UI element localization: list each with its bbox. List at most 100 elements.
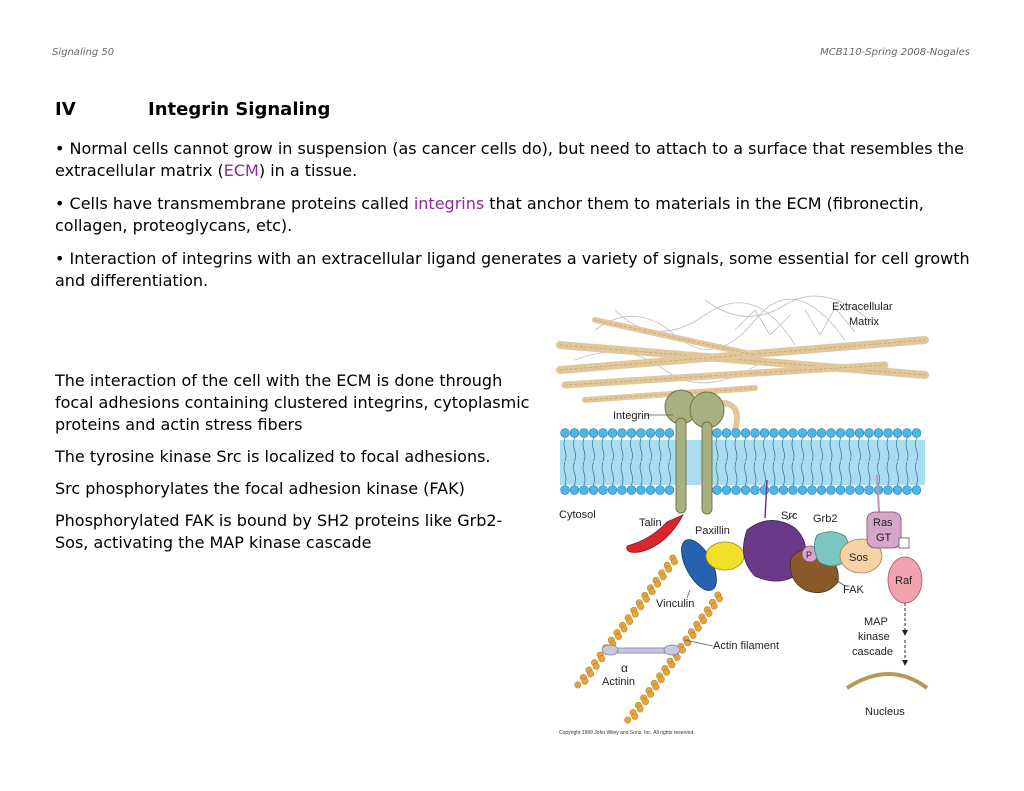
lipid-tail: [649, 437, 652, 462]
lipid-tail: [772, 461, 776, 486]
lipid-tail: [668, 461, 671, 486]
lipid-tail: [611, 437, 614, 462]
actin-bead: [620, 625, 628, 633]
actin-filaments: [574, 554, 724, 724]
description-paragraph: Src phosphorylates the focal adhesion ki…: [55, 479, 465, 498]
actin-bead: [631, 712, 639, 720]
lipid-head: [873, 428, 884, 438]
lipid-tail: [649, 461, 652, 486]
lipid-tail: [563, 437, 567, 462]
ras-protein: [866, 511, 902, 549]
section-number: IV: [55, 99, 76, 120]
lipid-head: [750, 428, 760, 438]
actinin-label: Actinin: [602, 676, 635, 688]
actin-bead: [689, 631, 697, 639]
lipid-tail: [782, 461, 785, 486]
lipid-tail: [725, 461, 728, 486]
lipid-tail: [782, 437, 785, 462]
raf-label: Raf: [895, 575, 913, 587]
lipid-tail: [753, 461, 757, 486]
lipid-head: [560, 485, 570, 495]
lipid-head: [607, 485, 618, 495]
lipid-head: [759, 485, 770, 495]
lipid-head: [617, 428, 627, 438]
actin-bead: [665, 565, 673, 573]
lipid-head: [835, 428, 846, 438]
description-paragraph: The interaction of the cell with the ECM…: [55, 371, 530, 434]
lipid-tail: [829, 437, 833, 462]
lipid-head: [740, 428, 751, 438]
lipid-head: [769, 485, 779, 495]
lipid-head: [826, 485, 836, 495]
lipid-tail: [725, 437, 728, 462]
lipid-head: [902, 428, 912, 438]
lipid-head: [626, 485, 637, 495]
actin-bead: [668, 661, 676, 669]
ras-label: Ras: [873, 517, 893, 529]
lipid-tail: [668, 437, 671, 462]
actin-bead: [648, 588, 656, 596]
lipid-tail: [573, 437, 576, 462]
lipid-head: [588, 428, 599, 438]
lipid-head: [883, 485, 893, 495]
lipid-tail: [630, 461, 633, 486]
fak-label: FAK: [843, 584, 864, 596]
lipid-tail: [715, 461, 719, 486]
lipid-tail: [772, 437, 776, 462]
lipid-tail: [582, 437, 586, 462]
lipid-tail: [592, 461, 595, 486]
lipid-tail: [791, 461, 795, 486]
lipid-tail: [905, 461, 909, 486]
alpha-symbol: α: [621, 661, 628, 675]
bullet-text: Normal cells cannot grow in suspension (…: [55, 139, 964, 180]
actin-bead: [716, 595, 724, 603]
lipid-head: [588, 485, 599, 495]
lipid-head: [607, 428, 618, 438]
lipid-tail: [630, 437, 633, 462]
actin-bead: [641, 698, 649, 706]
bullet-text: ) in a tissue.: [258, 161, 358, 180]
nucleus-label: Nucleus: [865, 706, 905, 718]
lipid-head: [645, 485, 656, 495]
lipid-head: [731, 485, 741, 495]
lipid-tail: [744, 437, 747, 462]
lipid-tail: [877, 461, 880, 486]
actin-bead: [626, 618, 634, 625]
actin-bead: [592, 662, 600, 670]
actin-bead: [598, 655, 606, 663]
lipid-tail: [839, 437, 842, 462]
lipid-tail: [801, 461, 804, 486]
lipid-tail: [658, 437, 662, 462]
map-label-line1: MAP: [864, 616, 888, 628]
lipid-tail: [820, 437, 823, 462]
actin-bead: [615, 632, 622, 640]
lipid-tail: [639, 437, 643, 462]
src-label: Src: [781, 510, 798, 522]
lipid-head: [598, 485, 608, 495]
lipid-head: [569, 428, 580, 438]
lipid-tail: [601, 437, 605, 462]
lipid-tail: [858, 461, 861, 486]
lipid-head: [759, 428, 770, 438]
lipid-head: [778, 485, 789, 495]
highlight-term: integrins: [413, 194, 485, 213]
lipid-head: [712, 485, 722, 495]
lipid-tail: [886, 461, 890, 486]
grb2-label: Grb2: [813, 513, 837, 525]
bullet-item: • Cells have transmembrane proteins call…: [55, 194, 924, 235]
diagram-svg: Integrin Talin Vinculin Paxillin Src FAK…: [556, 295, 929, 736]
lipid-head: [835, 485, 846, 495]
sos-label: Sos: [849, 552, 868, 564]
nucleus-envelope: [845, 672, 929, 690]
lipid-tail: [620, 461, 624, 486]
lipid-head: [864, 485, 874, 495]
actin-bead: [637, 603, 645, 611]
bullet-text: Interaction of integrins with an extrace…: [55, 249, 970, 290]
lipid-head: [721, 428, 732, 438]
actin-filament-label: Actin filament: [713, 640, 779, 652]
lipid-tail: [867, 461, 871, 486]
lipid-head: [854, 428, 865, 438]
bullet-item: • Interaction of integrins with an extra…: [55, 249, 970, 290]
lipid-head: [797, 428, 808, 438]
